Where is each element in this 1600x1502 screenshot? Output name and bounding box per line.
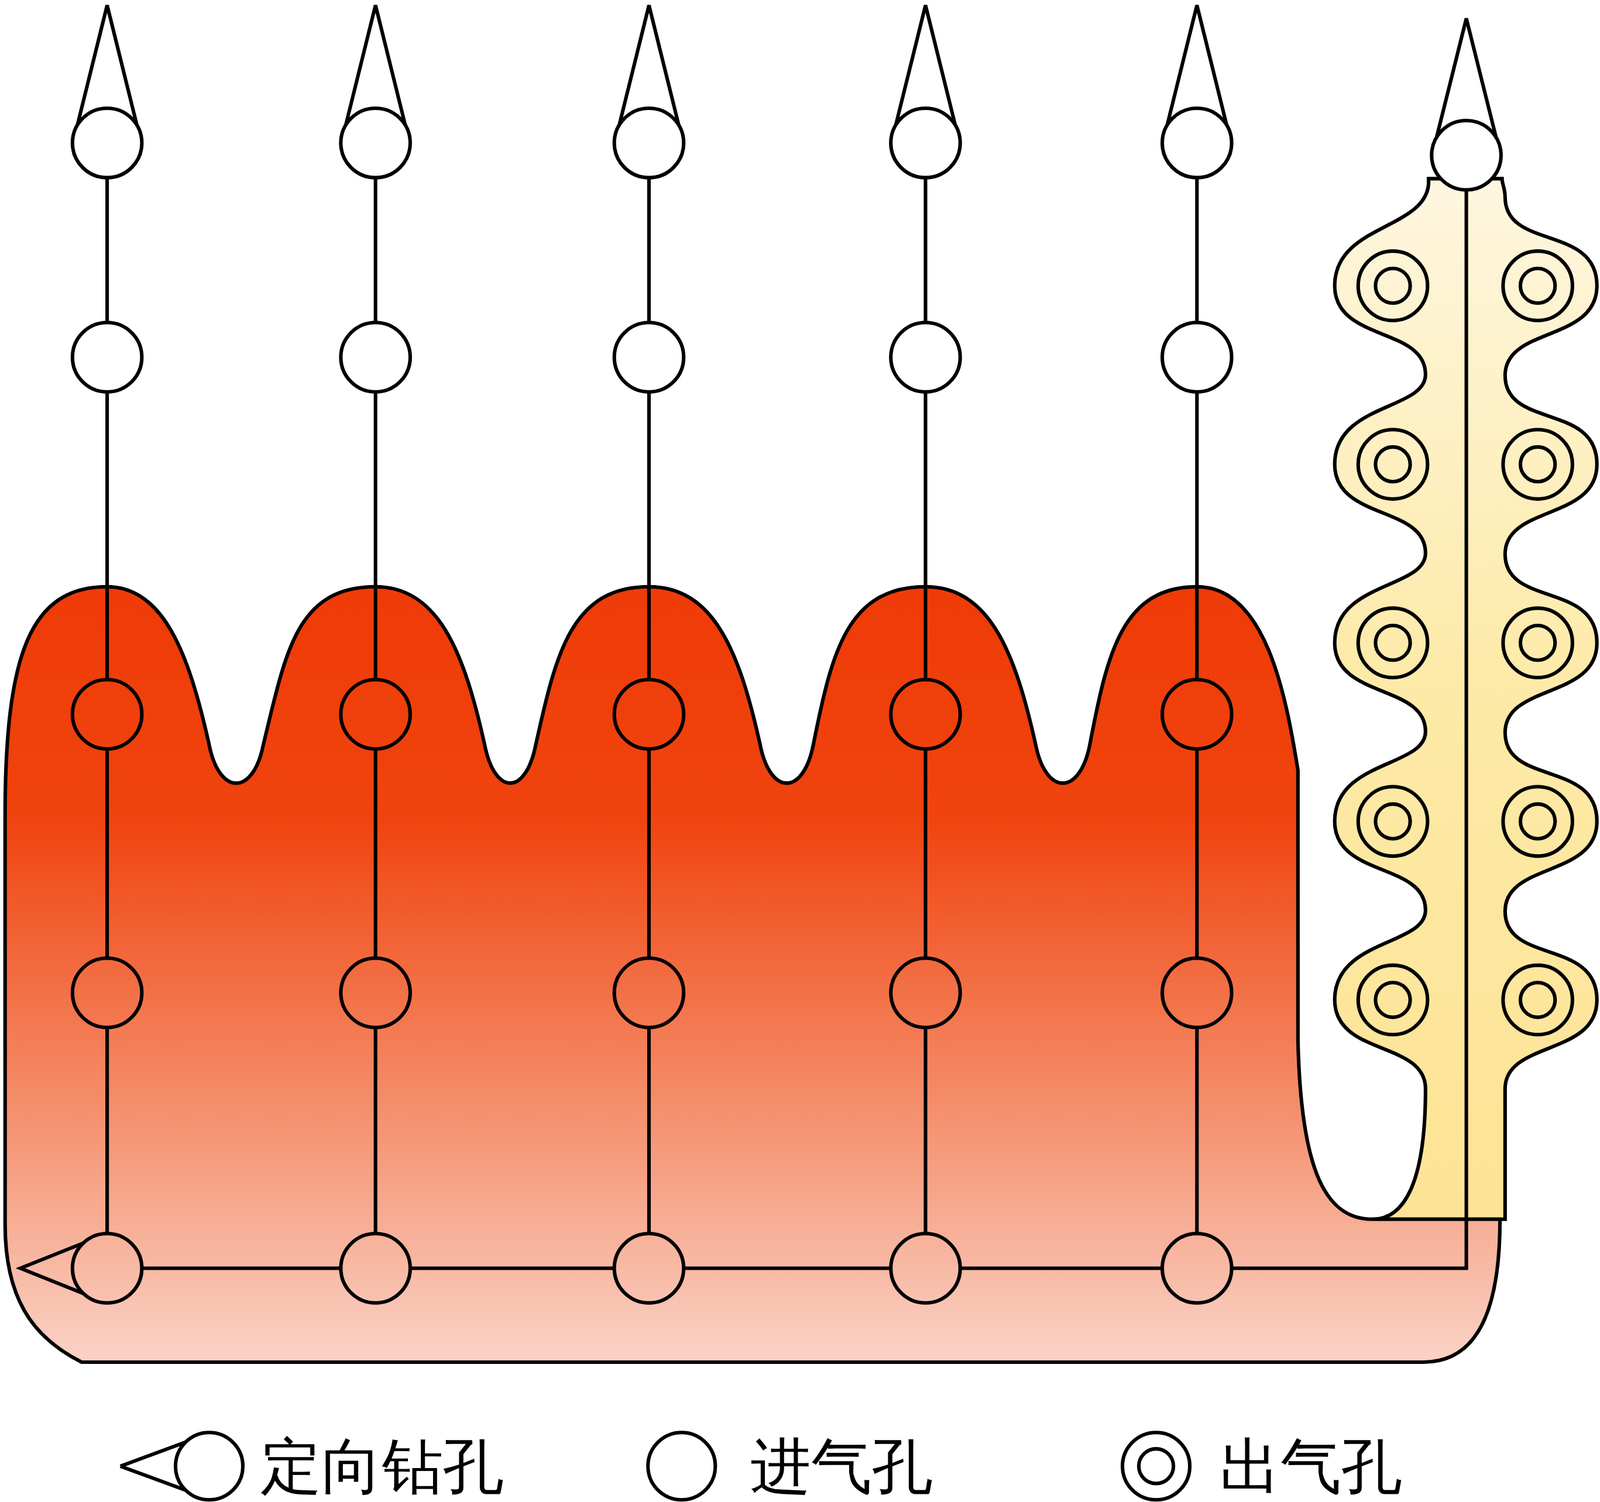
- inlet-hole: [72, 1233, 143, 1304]
- borehole-line: [923, 177, 927, 324]
- inlet-hole: [890, 958, 961, 1028]
- inlet-hole: [72, 679, 143, 750]
- inlet-hole: [1162, 1233, 1232, 1304]
- inlet-hole: [614, 322, 685, 393]
- inlet-hole: [614, 1233, 685, 1304]
- inlet-hole: [614, 108, 685, 178]
- inlet-hole: [340, 679, 411, 750]
- inlet-hole: [340, 322, 411, 393]
- drill-line: [683, 1266, 891, 1270]
- legend-outlet-symbol: [1122, 1432, 1190, 1500]
- outlet-hole: [1358, 429, 1428, 500]
- borehole-line: [647, 177, 651, 324]
- outlet-hole: [1520, 268, 1555, 304]
- legend-outlet-symbol: [1138, 1449, 1174, 1484]
- inlet-hole: [72, 108, 143, 178]
- borehole-line: [373, 392, 378, 681]
- inlet-hole: [340, 108, 411, 178]
- outlet-hole: [1375, 982, 1410, 1018]
- drill-line: [141, 1266, 341, 1270]
- outlet-hole: [1520, 804, 1555, 839]
- borehole-line: [647, 749, 651, 959]
- inlet-hole: [890, 679, 961, 750]
- borehole-line: [105, 392, 109, 681]
- borehole-line: [923, 392, 927, 681]
- outlet-hole: [1358, 608, 1428, 678]
- outlet-hole: [1520, 625, 1555, 661]
- borehole-line: [105, 177, 109, 324]
- inlet-hole: [614, 958, 685, 1028]
- inlet-hole: [1162, 958, 1232, 1028]
- inlet-hole: [890, 1233, 961, 1304]
- borehole-line: [373, 1027, 378, 1234]
- outlet-hole: [1502, 251, 1573, 321]
- inlet-hole: [1431, 120, 1502, 191]
- borehole-line: [647, 1027, 651, 1234]
- outlet-hole: [1375, 625, 1410, 661]
- borehole-line: [1195, 177, 1199, 324]
- inlet-hole: [1162, 322, 1232, 393]
- drill-line: [960, 1266, 1163, 1270]
- legend-label: 定向钻孔: [260, 1436, 504, 1498]
- legend-label: 出气孔: [1219, 1436, 1403, 1498]
- borehole-line: [105, 749, 109, 959]
- outlet-hole: [1375, 804, 1410, 839]
- legend-inlet-symbol: [647, 1432, 716, 1500]
- outlet-hole: [1375, 268, 1410, 304]
- outlet-hole: [1502, 429, 1573, 500]
- inlet-hole: [1162, 108, 1232, 178]
- inlet-hole: [340, 958, 411, 1028]
- outlet-hole: [1520, 982, 1555, 1018]
- outlet-hole: [1358, 251, 1428, 321]
- inlet-hole: [72, 958, 143, 1028]
- inlet-hole: [72, 322, 143, 393]
- borehole-line: [373, 177, 378, 324]
- borehole-line: [923, 749, 927, 959]
- borehole-line: [647, 392, 651, 681]
- inlet-hole: [890, 108, 961, 178]
- legend-drill-symbol: [175, 1432, 243, 1500]
- borehole-line: [1195, 392, 1199, 681]
- borehole-line: [105, 1027, 109, 1234]
- inlet-hole: [614, 679, 685, 750]
- drainage-zone: [5, 586, 1500, 1363]
- outlet-hole: [1502, 965, 1573, 1036]
- borehole-line: [1195, 1027, 1199, 1234]
- borehole-line: [923, 1027, 927, 1234]
- outlet-hole: [1502, 608, 1573, 678]
- outlet-hole: [1358, 787, 1428, 857]
- borehole-line: [1195, 749, 1199, 959]
- outlet-hole: [1358, 965, 1428, 1036]
- legend-label: 进气孔: [750, 1436, 933, 1498]
- drill-line: [1231, 190, 1467, 1269]
- inlet-hole: [340, 1233, 411, 1304]
- outlet-hole: [1520, 447, 1555, 482]
- inlet-hole: [1162, 679, 1232, 750]
- inlet-hole: [890, 322, 961, 393]
- drill-line: [410, 1266, 615, 1270]
- borehole-line: [373, 749, 378, 959]
- outlet-hole: [1375, 447, 1410, 482]
- outlet-hole: [1502, 787, 1573, 857]
